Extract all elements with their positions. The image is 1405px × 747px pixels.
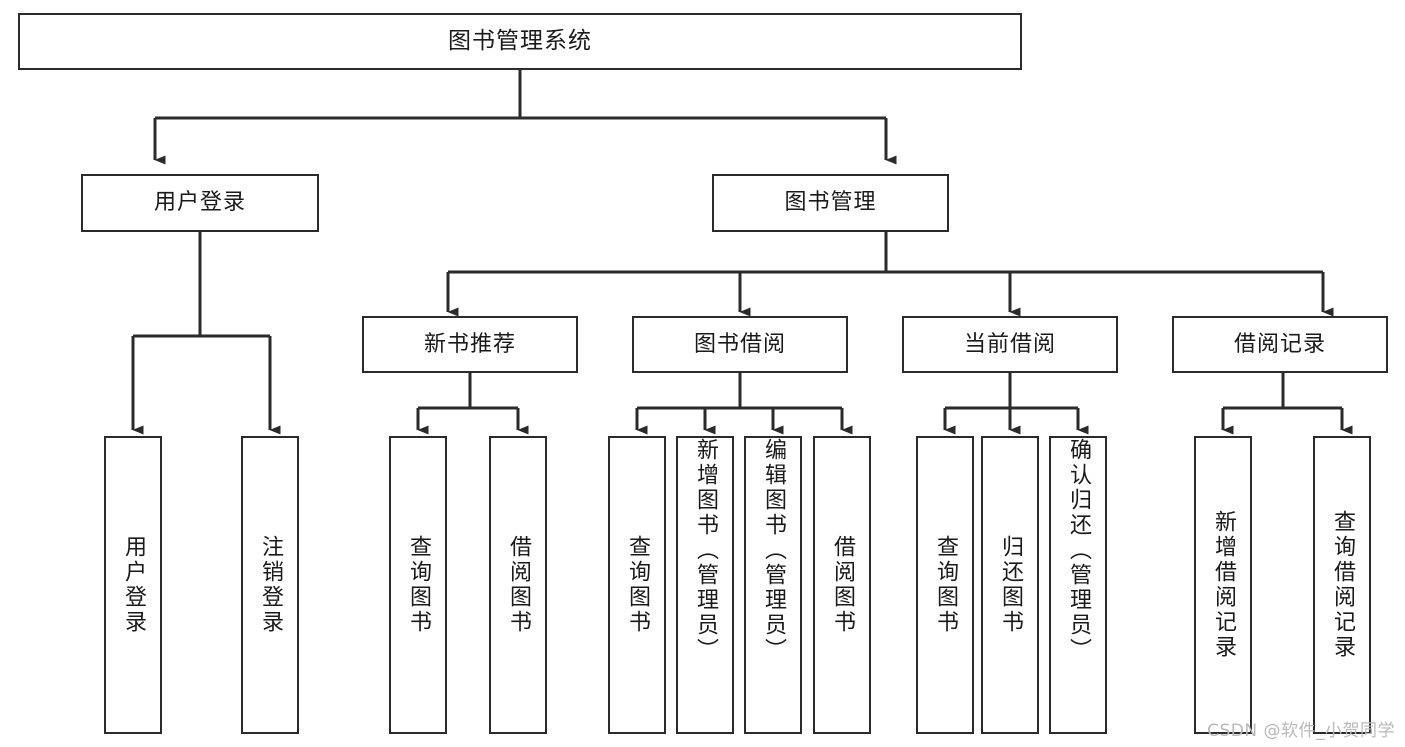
leaf-new-book-query-book[interactable]: 查询图书	[389, 436, 447, 734]
node-root-system[interactable]: 图书管理系统	[18, 13, 1022, 70]
node-label: 用户登录	[121, 535, 146, 635]
node-label: 注销登录	[258, 535, 283, 635]
leaf-book-borrow-add-book-admin[interactable]: 新增图书（管理员）	[676, 436, 734, 734]
node-label: 图书借阅	[693, 331, 786, 357]
node-label: 查询借阅记录	[1330, 510, 1355, 660]
leaf-current-borrow-return-book[interactable]: 归还图书	[981, 436, 1039, 734]
leaf-book-borrow-borrow-book[interactable]: 借阅图书	[813, 436, 871, 734]
node-book-management[interactable]: 图书管理	[712, 174, 949, 232]
node-current-borrow[interactable]: 当前借阅	[902, 316, 1118, 373]
node-label: 新增图书（管理员）	[693, 438, 718, 663]
node-label: 查询图书	[406, 535, 431, 635]
leaf-user-login-login[interactable]: 用户登录	[104, 436, 162, 734]
node-label: 借阅记录	[1233, 331, 1326, 357]
node-borrow-record[interactable]: 借阅记录	[1172, 316, 1388, 373]
leaf-new-book-borrow-book[interactable]: 借阅图书	[489, 436, 547, 734]
leaf-borrow-record-add-record[interactable]: 新增借阅记录	[1194, 436, 1252, 734]
leaf-current-borrow-query-book[interactable]: 查询图书	[916, 436, 974, 734]
node-label: 确认归还（管理员）	[1066, 438, 1091, 663]
node-label: 图书管理系统	[448, 28, 592, 55]
node-label: 用户登录	[153, 190, 246, 216]
node-label: 借阅图书	[830, 535, 855, 635]
watermark-text: CSDN @软件_小贺同学	[1207, 721, 1395, 741]
node-label: 查询图书	[625, 535, 650, 635]
node-label: 归还图书	[998, 535, 1023, 635]
node-book-borrow[interactable]: 图书借阅	[632, 316, 848, 373]
node-label: 查询图书	[933, 535, 958, 635]
leaf-current-borrow-confirm-return-admin[interactable]: 确认归还（管理员）	[1049, 436, 1107, 734]
leaf-book-borrow-edit-book-admin[interactable]: 编辑图书（管理员）	[744, 436, 802, 734]
node-label: 当前借阅	[963, 331, 1056, 357]
node-label: 新增借阅记录	[1211, 510, 1236, 660]
leaf-user-login-logout[interactable]: 注销登录	[241, 436, 299, 734]
node-new-book-recommend[interactable]: 新书推荐	[362, 316, 578, 373]
leaf-borrow-record-query-record[interactable]: 查询借阅记录	[1313, 436, 1371, 734]
leaf-book-borrow-query-book[interactable]: 查询图书	[608, 436, 666, 734]
node-user-login[interactable]: 用户登录	[81, 174, 319, 232]
node-label: 图书管理	[784, 190, 877, 216]
node-label: 新书推荐	[423, 331, 516, 357]
node-label: 编辑图书（管理员）	[761, 438, 786, 663]
node-label: 借阅图书	[506, 535, 531, 635]
